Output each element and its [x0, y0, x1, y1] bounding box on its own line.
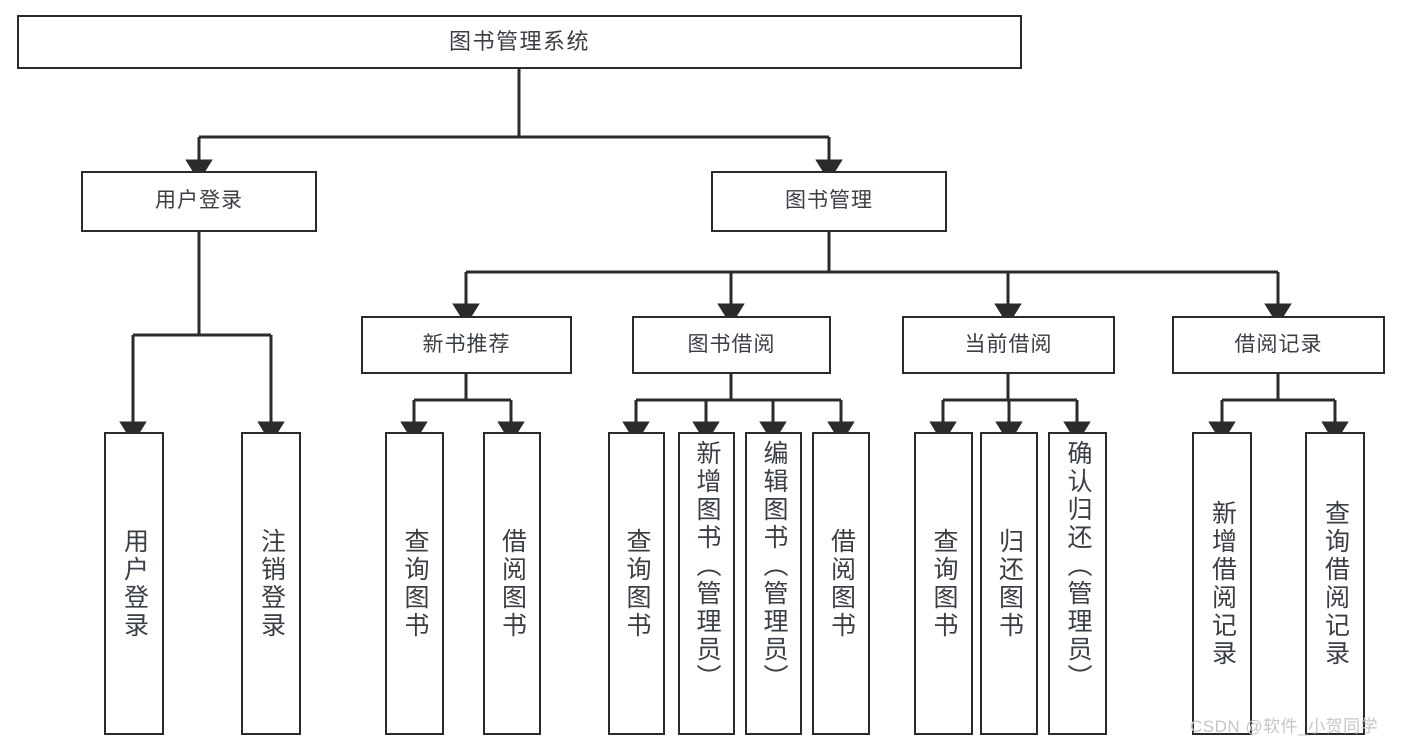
- node-book-borrow[interactable]: 图书借阅: [632, 316, 831, 374]
- node-root-system[interactable]: 图书管理系统: [17, 15, 1022, 69]
- leaf-query-book-borrow[interactable]: 查询图书: [608, 432, 665, 735]
- node-label: 借阅图书: [827, 527, 856, 640]
- node-borrow-record[interactable]: 借阅记录: [1172, 316, 1385, 374]
- node-label: 图书借阅: [687, 332, 776, 356]
- node-label: 新书推荐: [422, 332, 511, 356]
- node-label: 新增图书（管理员）: [693, 440, 721, 692]
- node-label: 确认归还（管理员）: [1064, 440, 1092, 692]
- node-label: 图书管理: [785, 189, 873, 213]
- node-label: 当前借阅: [964, 332, 1053, 356]
- node-label: 编辑图书（管理员）: [760, 440, 788, 692]
- node-label: 查询图书: [401, 527, 429, 640]
- node-label: 图书管理系统: [448, 29, 590, 55]
- node-current-borrow[interactable]: 当前借阅: [902, 316, 1115, 374]
- leaf-edit-book-admin[interactable]: 编辑图书（管理员）: [745, 432, 802, 735]
- node-label: 查询借阅记录: [1321, 499, 1350, 668]
- node-label: 借阅图书: [498, 527, 527, 640]
- leaf-add-borrow-record[interactable]: 新增借阅记录: [1192, 432, 1252, 735]
- leaf-return-book[interactable]: 归还图书: [980, 432, 1038, 735]
- node-label: 用户登录: [120, 527, 149, 640]
- leaf-query-borrow-record[interactable]: 查询借阅记录: [1305, 432, 1365, 735]
- leaf-borrow-book[interactable]: 借阅图书: [812, 432, 870, 735]
- node-new-book-recommend[interactable]: 新书推荐: [361, 316, 572, 374]
- leaf-query-book-current[interactable]: 查询图书: [914, 432, 973, 735]
- node-book-management[interactable]: 图书管理: [711, 171, 947, 232]
- leaf-add-book-admin[interactable]: 新增图书（管理员）: [678, 432, 735, 735]
- node-label: 查询图书: [930, 527, 958, 640]
- leaf-logout-login[interactable]: 注销登录: [241, 432, 301, 735]
- node-label: 借阅记录: [1234, 332, 1323, 356]
- node-label: 新增借阅记录: [1208, 499, 1237, 668]
- leaf-borrow-book-recommend[interactable]: 借阅图书: [483, 432, 541, 735]
- node-label: 用户登录: [155, 189, 243, 213]
- leaf-user-login[interactable]: 用户登录: [104, 432, 164, 735]
- node-label: 归还图书: [995, 527, 1024, 640]
- node-user-login[interactable]: 用户登录: [81, 171, 317, 232]
- node-label: 查询图书: [623, 527, 651, 640]
- node-label: 注销登录: [257, 527, 286, 640]
- leaf-confirm-return-admin[interactable]: 确认归还（管理员）: [1048, 432, 1107, 735]
- leaf-query-book-recommend[interactable]: 查询图书: [385, 432, 444, 735]
